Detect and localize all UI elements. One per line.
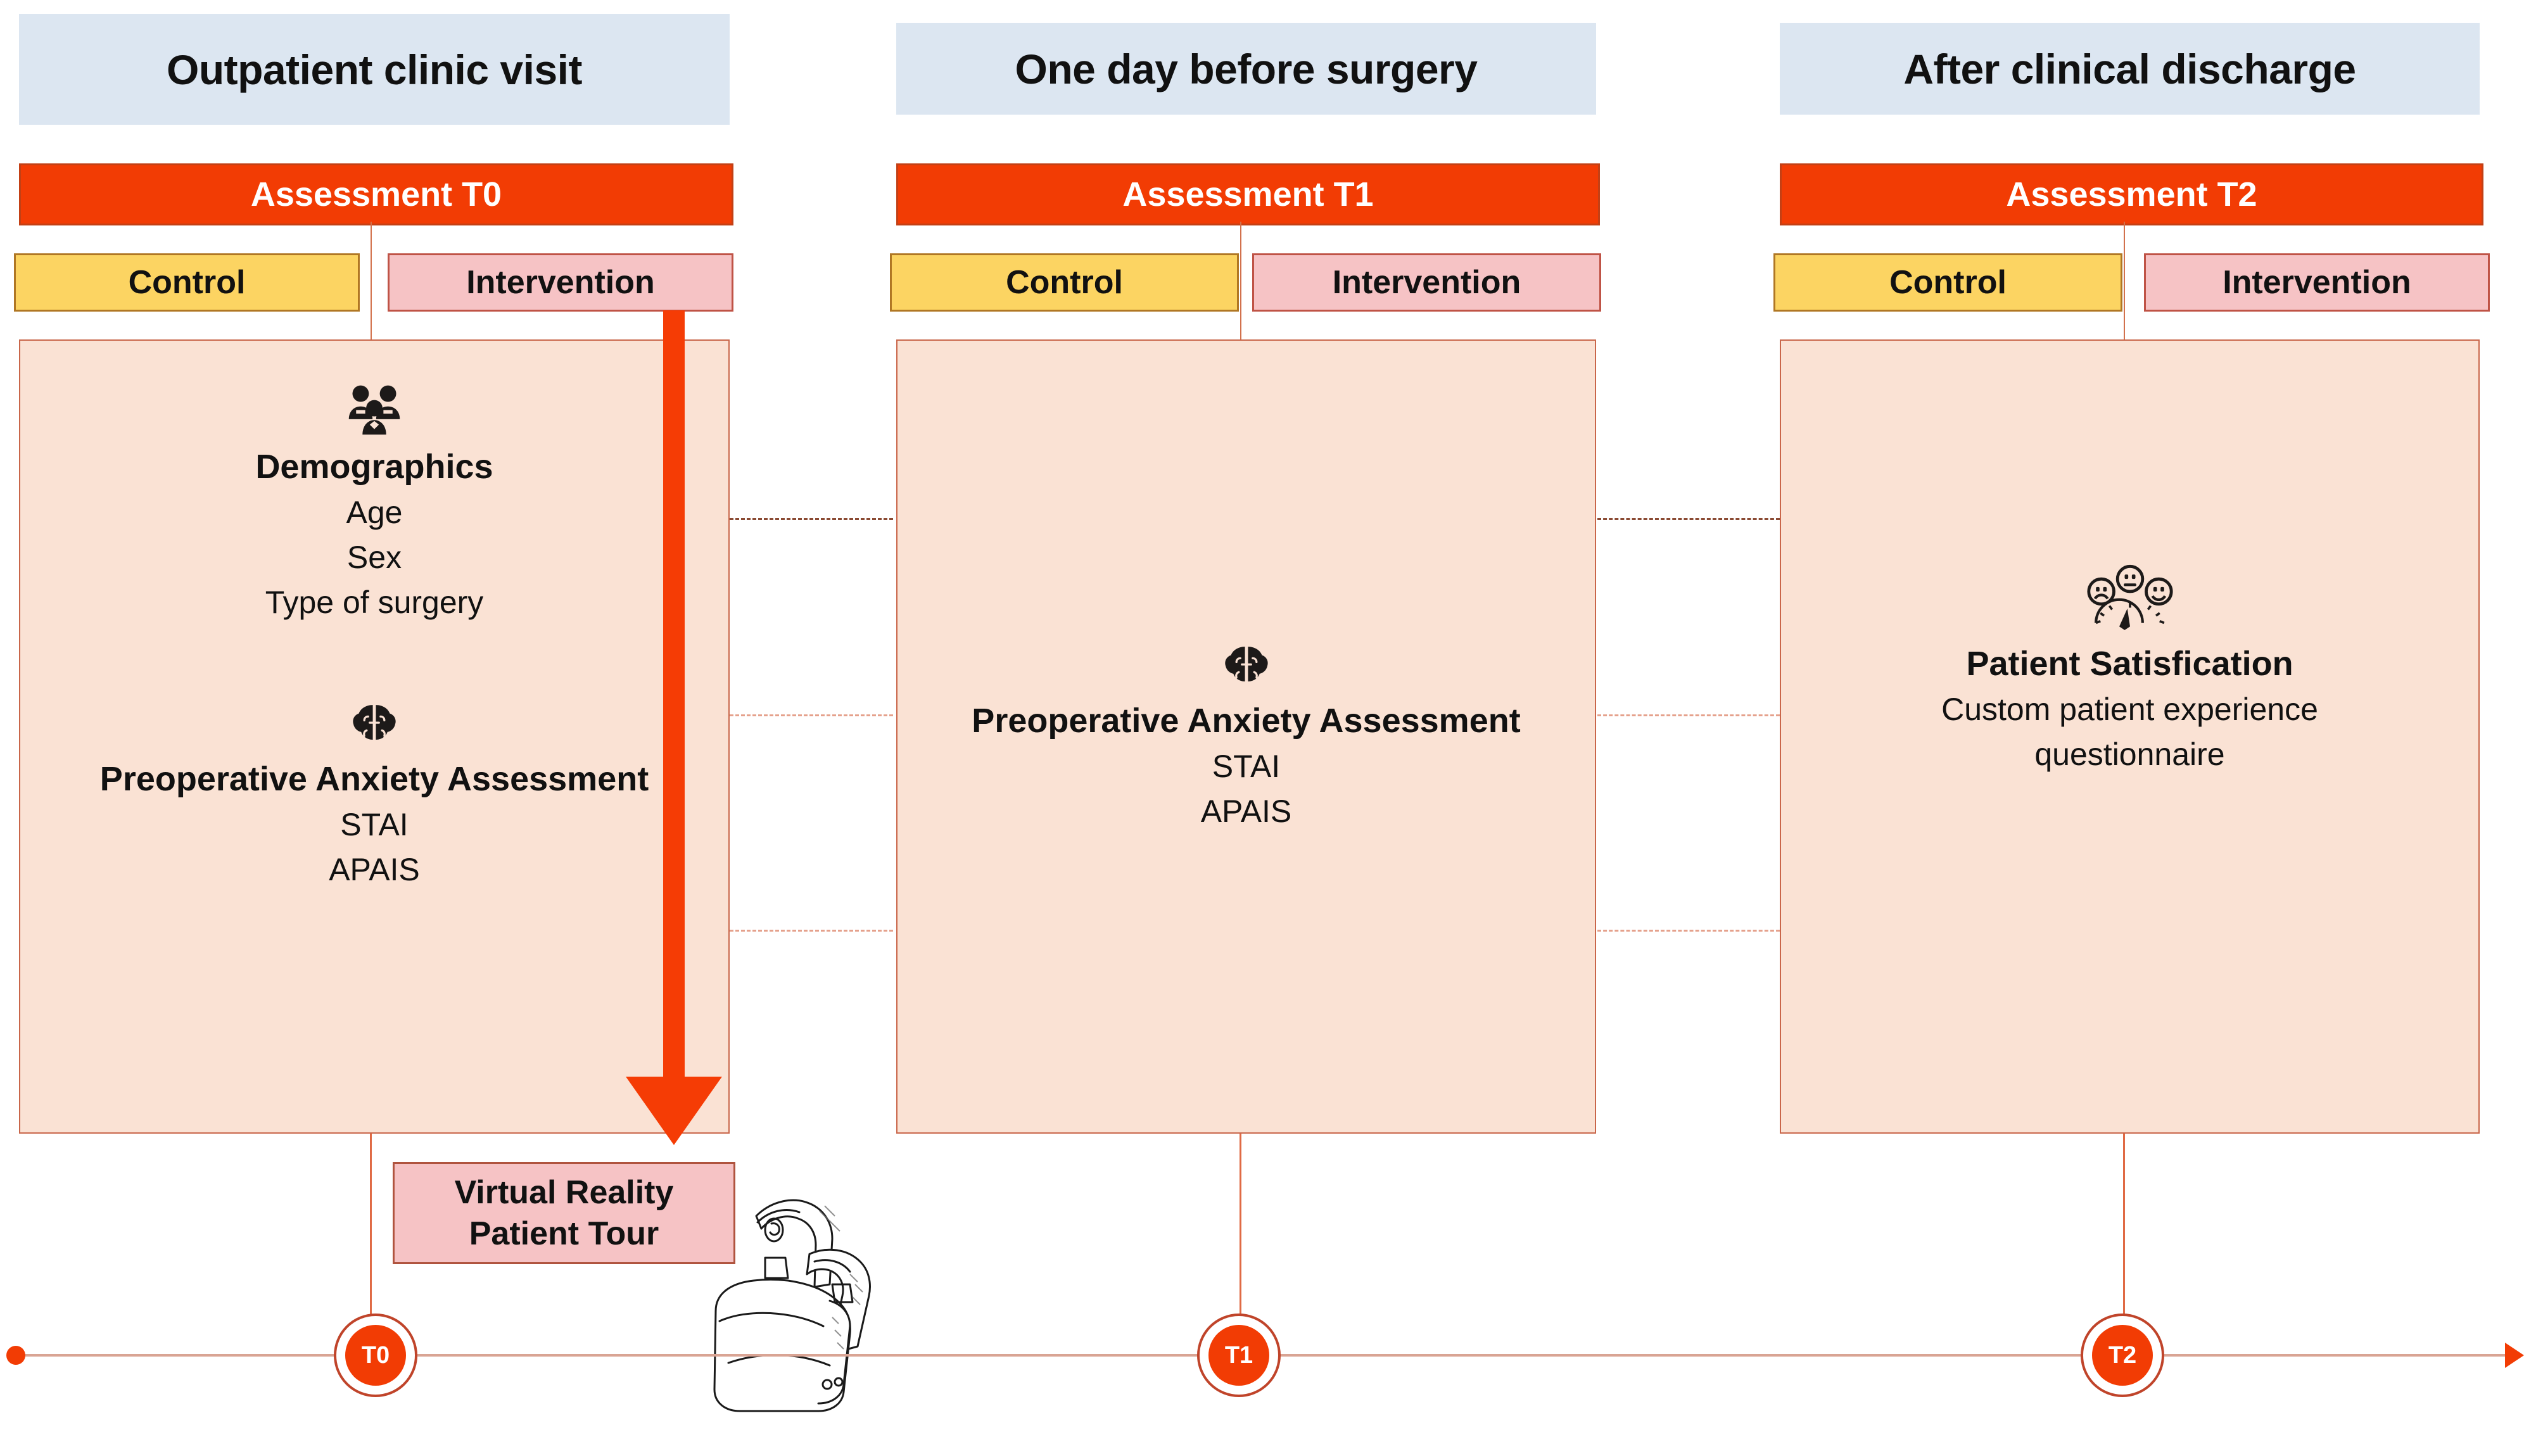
panel-to-timeline-connector-t0 (370, 1134, 372, 1355)
assessment-bar-t0: Assessment T0 (19, 163, 733, 225)
content-blocks-t2: Patient Satisfication Custom patient exp… (1780, 564, 2480, 777)
block-heading: Preoperative Anxiety Assessment (99, 760, 649, 798)
timeline-node-label: T0 (345, 1325, 406, 1386)
phase-title-t0: Outpatient clinic visit (19, 14, 730, 125)
cross-column-connector-top-right (1597, 518, 1780, 520)
timeline-node-label: T1 (1208, 1325, 1269, 1386)
block-line: Custom patient experience (1941, 692, 2318, 727)
arm-chip-intervention-t1: Intervention (1252, 253, 1601, 312)
cross-column-connector-mid-right (1597, 714, 1780, 716)
phase-column-t1: One day before surgery Assessment T1 Con… (890, 0, 1602, 1456)
block-heading: Patient Satisfication (1966, 645, 2293, 683)
phase-title-text: After clinical discharge (1903, 45, 2356, 92)
arm-label-intervention: Intervention (2223, 264, 2411, 301)
block-line: APAIS (1200, 794, 1292, 829)
arm-chip-intervention-t2: Intervention (2144, 253, 2490, 312)
arm-label-intervention: Intervention (1332, 264, 1521, 301)
timeline-node-t1[interactable]: T1 (1197, 1314, 1281, 1397)
content-block-demographics: Demographics Age Sex Type of surgery (255, 380, 493, 625)
block-line: Type of surgery (265, 585, 484, 620)
content-block-anxiety-t1: Preoperative Anxiety Assessment STAI APA… (972, 643, 1521, 834)
satisfaction-faces-gauge-icon (2076, 564, 2184, 633)
intervention-arrow-head (626, 1077, 722, 1145)
panel-to-timeline-connector-t1 (1240, 1134, 1241, 1355)
cross-column-connector-bottom-right (1597, 930, 1780, 932)
arm-chip-intervention-t0: Intervention (388, 253, 733, 312)
arm-label-control: Control (128, 264, 246, 301)
block-heading: Preoperative Anxiety Assessment (972, 702, 1521, 740)
content-blocks-t1: Preoperative Anxiety Assessment STAI APA… (896, 643, 1596, 834)
arm-label-intervention: Intervention (466, 264, 655, 301)
timeline-start-dot (6, 1346, 25, 1365)
phase-title-t2: After clinical discharge (1780, 23, 2480, 115)
cross-column-connector-bottom-left (730, 930, 893, 932)
cross-column-connector-top-left (730, 518, 893, 520)
block-line: STAI (1212, 749, 1281, 784)
arm-label-control: Control (1006, 264, 1123, 301)
assessment-bar-text: Assessment T1 (1122, 175, 1374, 213)
vr-headset-illustration (678, 1178, 950, 1431)
group-of-people-icon (345, 380, 403, 441)
phase-column-t2: After clinical discharge Assessment T2 C… (1773, 0, 2490, 1456)
virtual-reality-patient-tour-box: Virtual Reality Patient Tour (393, 1162, 735, 1264)
phase-title-text: Outpatient clinic visit (167, 46, 582, 93)
vr-label-line-2: Patient Tour (469, 1215, 659, 1252)
phase-title-t1: One day before surgery (896, 23, 1596, 115)
content-block-satisfaction: Patient Satisfication Custom patient exp… (1941, 564, 2318, 777)
block-line: Sex (346, 540, 402, 575)
block-line: Age (346, 495, 403, 530)
timeline-node-label: T2 (2092, 1325, 2153, 1386)
content-panel-t2 (1780, 339, 2480, 1134)
panel-to-timeline-connector-t2 (2123, 1134, 2125, 1355)
content-block-anxiety-t0: Preoperative Anxiety Assessment STAI APA… (100, 701, 649, 892)
block-line: STAI (340, 807, 409, 842)
assessment-bar-t1: Assessment T1 (896, 163, 1600, 225)
block-line: APAIS (329, 852, 420, 887)
phase-column-t0: Outpatient clinic visit Assessment T0 Co… (0, 0, 735, 1456)
arm-chip-control-t1: Control (890, 253, 1239, 312)
phase-title-text: One day before surgery (1015, 45, 1478, 92)
vr-label-line-1: Virtual Reality (454, 1174, 674, 1211)
block-heading: Demographics (255, 448, 493, 486)
timeline-node-t0[interactable]: T0 (334, 1314, 417, 1397)
block-line: questionnaire (2034, 737, 2225, 772)
timeline-end-arrow-icon (2505, 1343, 2524, 1368)
content-panel-t1 (896, 339, 1596, 1134)
assessment-bar-text: Assessment T0 (250, 175, 502, 213)
brain-icon (1222, 643, 1271, 695)
intervention-arrow-shaft (663, 310, 685, 1080)
arm-label-control: Control (1889, 264, 2007, 301)
arm-chip-control-t2: Control (1773, 253, 2122, 312)
assessment-bar-text: Assessment T2 (2006, 175, 2257, 213)
timeline-node-t2[interactable]: T2 (2081, 1314, 2164, 1397)
arm-chip-control-t0: Control (14, 253, 360, 312)
content-blocks-t0: Demographics Age Sex Type of surgery (19, 380, 730, 892)
assessment-bar-t2: Assessment T2 (1780, 163, 2483, 225)
brain-icon (350, 701, 399, 753)
cross-column-connector-mid-left (730, 714, 893, 716)
